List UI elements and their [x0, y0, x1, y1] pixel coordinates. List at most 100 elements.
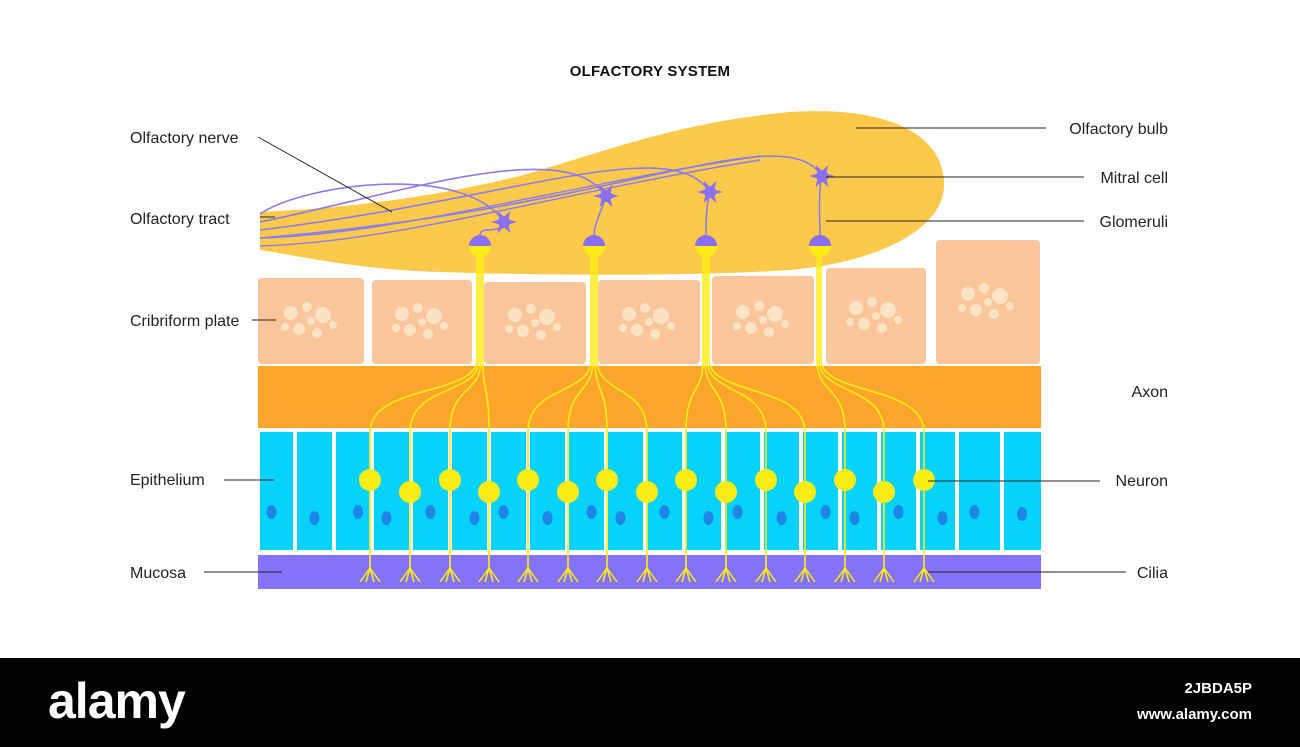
cell-nucleus	[542, 511, 553, 525]
neuron-cell-body	[873, 481, 895, 503]
neuron-axon	[527, 256, 592, 480]
cribriform-plate	[258, 240, 1040, 364]
cilia	[794, 567, 816, 583]
cell-nucleus	[659, 505, 670, 519]
glomerulus-base	[583, 246, 605, 257]
cell-nucleus	[969, 505, 980, 519]
label-axon: Axon	[1132, 384, 1168, 401]
plate-dot	[745, 322, 757, 334]
epithelium-layer	[260, 432, 1041, 550]
epithelium-cell	[260, 432, 293, 550]
plate-dot	[667, 322, 675, 330]
plate-dot	[736, 305, 750, 319]
plate-dot	[553, 323, 561, 331]
label-cilia: Cilia	[1137, 565, 1168, 582]
leader-olfactory-nerve	[257, 136, 393, 213]
neuron-axon	[704, 256, 727, 492]
plate-dot	[849, 301, 863, 315]
plate-dot	[1006, 302, 1014, 310]
plate-dot	[961, 287, 975, 301]
neuron-cell-body	[596, 469, 618, 491]
plate-dot	[992, 288, 1008, 304]
plate-dot	[395, 307, 409, 321]
neuron-cell-body	[715, 481, 737, 503]
cilia	[439, 567, 461, 583]
neuron-axon	[369, 256, 478, 480]
image-id: 2JBDA5P	[1184, 680, 1252, 697]
neuron-axon	[567, 256, 594, 492]
cell-nucleus	[266, 505, 277, 519]
nerve-fiber	[259, 183, 505, 223]
neuron-cell-body	[557, 481, 579, 503]
plate-dot	[622, 307, 636, 321]
plate-dot	[307, 317, 315, 325]
epithelium-cell	[959, 432, 1000, 550]
mitral-cell-body	[704, 186, 716, 198]
cilia	[715, 567, 737, 583]
label-cribriform-plate: Cribriform plate	[130, 313, 239, 330]
cell-nucleus	[1017, 507, 1027, 521]
cilia	[675, 567, 697, 583]
mitral-cell-body	[600, 190, 612, 202]
website-url: www.alamy.com	[1136, 706, 1252, 723]
axon-band	[258, 366, 1041, 428]
plate-dot	[958, 304, 966, 312]
neuron-axon	[816, 256, 846, 480]
cell-nucleus	[849, 511, 860, 525]
plate-dot	[302, 302, 312, 312]
cell-nucleus	[820, 505, 831, 519]
neuron-axon	[818, 256, 885, 492]
neuron-axon	[594, 256, 608, 480]
neuron-axon	[596, 256, 648, 492]
plate-dot	[767, 306, 783, 322]
neuron-cell-body	[399, 481, 421, 503]
plate-dot	[531, 319, 539, 327]
label-epithelium: Epithelium	[130, 472, 205, 489]
plate-dot	[645, 318, 653, 326]
plate-dot	[653, 308, 669, 324]
glomeruli-group	[469, 235, 831, 257]
nerve-fiber	[259, 167, 711, 231]
neuron-axon	[706, 256, 767, 480]
plate-dot	[880, 302, 896, 318]
plate-dot	[984, 298, 992, 306]
cilia	[557, 567, 579, 583]
neuron-axon	[820, 256, 925, 480]
cell-nucleus	[353, 505, 363, 519]
plate-dot	[539, 309, 555, 325]
cell-nucleus	[893, 505, 904, 519]
cilia	[596, 567, 618, 583]
epithelium-cell	[297, 432, 332, 550]
epithelium-cell	[336, 432, 370, 550]
cell-nucleus	[703, 511, 714, 525]
neuron-axon	[449, 256, 482, 480]
plate-dot	[426, 308, 442, 324]
label-olfactory-tract: Olfactory tract	[130, 211, 230, 228]
cell-nucleus	[615, 511, 626, 525]
plate-dot	[781, 320, 789, 328]
cell-nucleus	[469, 511, 480, 525]
epithelium-cell	[764, 432, 799, 550]
cilia	[873, 567, 895, 583]
neuron-cell-body	[359, 469, 381, 491]
diagram-title: OLFACTORY SYSTEM	[570, 63, 730, 80]
label-olfactory-bulb: Olfactory bulb	[1069, 121, 1168, 138]
epithelium-cell	[920, 432, 955, 550]
plate-dot	[508, 308, 522, 322]
plate-dot	[867, 297, 877, 307]
cell-nucleus	[732, 505, 743, 519]
plate-dot	[293, 323, 305, 335]
cell-nucleus	[425, 505, 436, 519]
label-olfactory-nerve: Olfactory nerve	[130, 130, 239, 147]
plate-dot	[413, 303, 423, 313]
plate-dot	[440, 322, 448, 330]
cilia	[517, 567, 539, 583]
plate-dot	[505, 325, 513, 333]
plate-dot	[631, 324, 643, 336]
cell-nucleus	[309, 511, 320, 525]
plate-dot	[329, 321, 337, 329]
plate-dot	[619, 324, 627, 332]
cell-nucleus	[776, 511, 787, 525]
watermark-footer: alamy 2JBDA5P www.alamy.com	[0, 658, 1300, 747]
glomerulus	[583, 235, 605, 246]
